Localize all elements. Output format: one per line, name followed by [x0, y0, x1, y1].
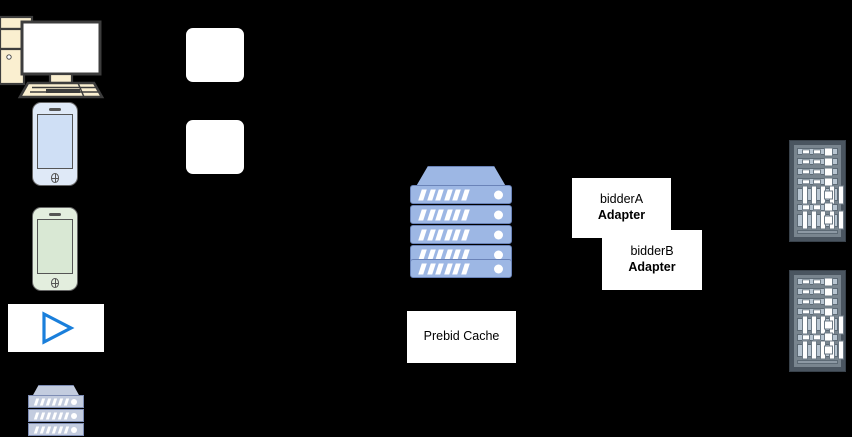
placeholder-box-top[interactable] — [186, 28, 244, 82]
bidder-server-1-icon[interactable] — [789, 140, 846, 242]
prebid-server-slot — [410, 185, 512, 204]
rack-unit-led — [824, 157, 833, 167]
rack-unit-led — [824, 320, 833, 329]
mobile-phone-green-icon[interactable] — [32, 207, 78, 291]
rack-unit-led — [824, 167, 833, 177]
bidder-b-name: bidderB — [630, 244, 674, 259]
rack-unit — [797, 147, 838, 157]
prebid-server-stack — [410, 166, 512, 278]
rack-unit — [797, 202, 838, 212]
slot-stripes — [418, 229, 470, 240]
rack-base — [797, 359, 838, 364]
slot-stripes — [418, 263, 470, 274]
rack-unit-drives — [802, 340, 844, 360]
rack-unit — [797, 177, 838, 187]
rack-unit-drives — [802, 210, 844, 230]
bidder-a-adapter-label: Adapter — [597, 208, 646, 222]
rack-unit-led — [824, 345, 833, 355]
rack-unit-drive-bay — [797, 315, 844, 334]
rack-frame — [789, 140, 846, 242]
rack-unit — [797, 332, 838, 342]
mini-slot-stripes — [33, 426, 70, 433]
rack-unit-led — [824, 177, 833, 187]
placeholder-box-bottom[interactable] — [186, 120, 244, 174]
slot-led — [494, 230, 503, 239]
mini-slot-led — [71, 398, 77, 405]
bidder-b-adapter-label: Adapter — [628, 260, 676, 274]
rack-unit-drive-bay — [797, 185, 844, 204]
rack-unit-drive-bay — [797, 210, 844, 230]
phone-home-button-icon[interactable] — [51, 173, 59, 183]
bidder-a-adapter-box[interactable]: bidderA Adapter — [572, 178, 671, 238]
rack-unit-drives — [802, 315, 844, 334]
prebid-cache-box[interactable]: Prebid Cache — [407, 311, 516, 363]
bidder-server-2-icon[interactable] — [789, 270, 846, 372]
slot-led — [494, 264, 503, 273]
rack-unit-led — [824, 277, 833, 287]
prebid-server-slot — [410, 225, 512, 244]
publisher-server-icon[interactable] — [28, 385, 84, 437]
rack-unit — [797, 287, 838, 297]
rack-unit-led — [824, 202, 833, 212]
slot-stripes — [418, 209, 470, 220]
phone-home-button-icon[interactable] — [51, 278, 59, 288]
rack-unit — [797, 277, 838, 287]
mini-slot-stripes — [33, 412, 70, 419]
bidder-b-adapter-box[interactable]: bidderB Adapter — [602, 230, 702, 290]
rack-unit-led — [824, 147, 833, 157]
desktop-computer-icon[interactable] — [0, 12, 112, 100]
rack-unit-led — [824, 287, 833, 297]
rack-unit-drives — [802, 185, 844, 204]
slot-led — [494, 250, 503, 259]
prebid-server-icon[interactable] — [410, 166, 512, 278]
mini-slot-led — [71, 412, 77, 419]
rack-unit — [797, 307, 838, 317]
slot-stripes — [418, 189, 470, 200]
rack-unit — [797, 297, 838, 307]
rack-interior — [794, 145, 844, 237]
mini-server-slot — [28, 409, 84, 422]
phone-screen — [37, 113, 73, 170]
slot-led — [494, 210, 503, 219]
video-player-box[interactable] — [8, 304, 104, 352]
rack-unit-led — [824, 190, 833, 199]
rack-unit-drive-bay — [797, 340, 844, 360]
rack-unit — [797, 157, 838, 167]
mini-slot-led — [71, 426, 77, 433]
mini-server-slot — [28, 395, 84, 408]
phone-speaker-icon — [48, 107, 62, 112]
rack-unit-led — [824, 307, 833, 317]
video-play-icon[interactable] — [37, 311, 75, 345]
mini-server-stack — [28, 385, 84, 437]
rack-unit-led — [824, 332, 833, 342]
prebid-server-slot — [410, 259, 512, 278]
prebid-cache-label: Prebid Cache — [423, 329, 500, 344]
rack-unit-led — [824, 215, 833, 225]
prebid-server-slot — [410, 205, 512, 224]
rack-frame — [789, 270, 846, 372]
rack-unit — [797, 167, 838, 177]
rack-interior — [794, 275, 844, 367]
bidder-a-name: bidderA — [599, 192, 644, 207]
phone-speaker-icon — [48, 212, 62, 217]
desktop-computer-glyph — [0, 15, 105, 99]
rack-unit-led — [824, 297, 833, 307]
mini-server-slot — [28, 423, 84, 436]
mini-slot-stripes — [33, 398, 70, 405]
phone-screen — [37, 218, 73, 275]
mobile-phone-blue-icon[interactable] — [32, 102, 78, 186]
rack-base — [797, 229, 838, 234]
slot-led — [494, 190, 503, 199]
